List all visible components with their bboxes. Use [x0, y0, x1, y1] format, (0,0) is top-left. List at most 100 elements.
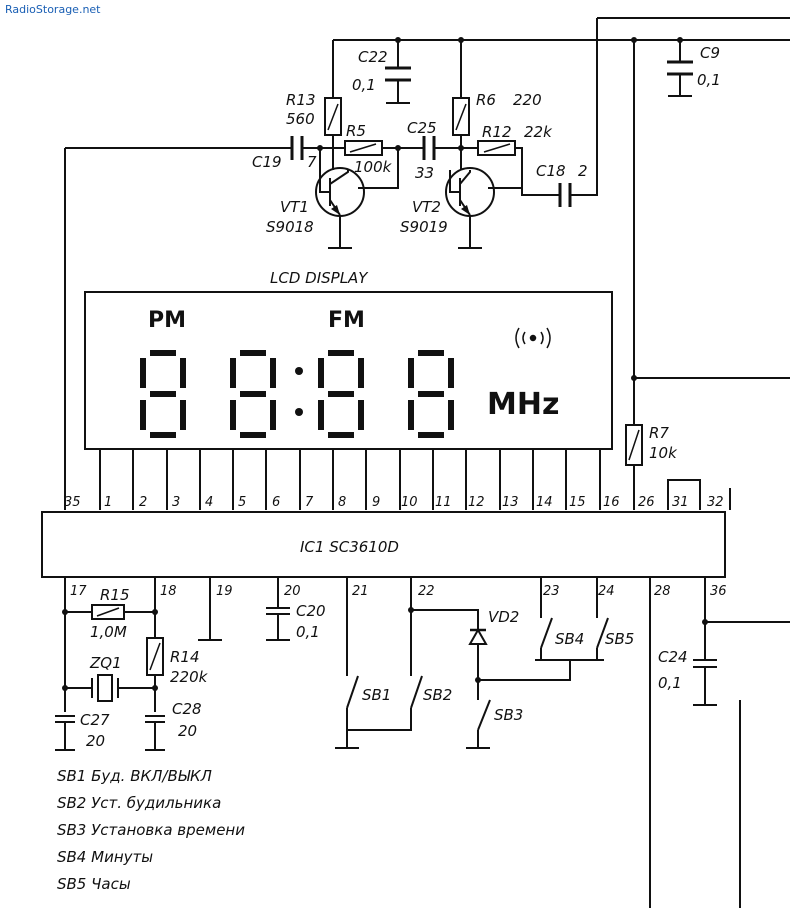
- value-C28: 20: [178, 722, 197, 740]
- pin-5: 5: [238, 495, 246, 510]
- transistors: [315, 167, 495, 217]
- capacitor-plates: [290, 60, 693, 207]
- label-C28: C28: [172, 700, 202, 718]
- label-C18: C18: [536, 162, 566, 180]
- label-C24: C24: [658, 648, 688, 666]
- legend-sb3: SB3 Установка времени: [57, 821, 245, 839]
- pin-12: 12: [468, 495, 485, 510]
- value-VT2: S9019: [400, 218, 448, 236]
- pin-21: 21: [352, 584, 369, 599]
- value-C18: 2: [578, 162, 588, 180]
- lcd-caption: LCD DISPLAY: [270, 269, 369, 287]
- label-C20: C20: [296, 602, 326, 620]
- label-SB5: SB5: [605, 630, 634, 648]
- label-R5: R5: [346, 122, 366, 140]
- pin-35: 35: [64, 495, 81, 510]
- value-R13: 560: [286, 110, 315, 128]
- diode-VD2: [468, 620, 488, 660]
- pin-16: 16: [603, 495, 620, 510]
- junctions: [62, 37, 708, 691]
- label-R6: R6: [476, 91, 496, 109]
- label-R13: R13: [286, 91, 316, 109]
- legend-sb1: SB1 Буд. ВКЛ/ВЫКЛ: [57, 767, 212, 785]
- value-C27: 20: [86, 732, 105, 750]
- radio-wave-icon: [515, 327, 551, 349]
- pin-17: 17: [70, 584, 87, 599]
- value-R15: 1,0M: [90, 623, 127, 641]
- pin-7: 7: [305, 495, 314, 510]
- label-C25: C25: [407, 119, 437, 137]
- switch-SB1: [346, 675, 359, 709]
- value-R12: 22k: [524, 123, 553, 141]
- pin-36: 36: [710, 584, 727, 599]
- label-VD2: VD2: [488, 608, 519, 626]
- pin-3: 3: [172, 495, 180, 510]
- pin-1: 1: [104, 495, 112, 510]
- label-SB4: SB4: [555, 630, 584, 648]
- watermark: RadioStorage.net: [5, 3, 101, 16]
- label-R7: R7: [649, 424, 669, 442]
- value-R5: 100k: [354, 158, 393, 176]
- value-C9: 0,1: [697, 71, 721, 89]
- crystal-ZQ1: [91, 674, 119, 702]
- pin-26: 26: [638, 495, 655, 510]
- label-SB3: SB3: [494, 706, 523, 724]
- pin-15: 15: [569, 495, 586, 510]
- pin-20: 20: [284, 584, 301, 599]
- lcd-digit-2: [230, 350, 276, 438]
- ic-body: [41, 511, 726, 578]
- lcd-digits: [140, 350, 454, 438]
- lcd-digit-3: [318, 350, 364, 438]
- label-C27: C27: [80, 711, 110, 729]
- pin-32: 32: [707, 495, 724, 510]
- pin-6: 6: [272, 495, 280, 510]
- pin-9: 9: [372, 495, 380, 510]
- label-R14: R14: [170, 648, 200, 666]
- legend-sb4: SB4 Минуты: [57, 848, 153, 866]
- pin-18: 18: [160, 584, 177, 599]
- lcd-unit: MHz: [487, 387, 559, 422]
- pin-24: 24: [598, 584, 615, 599]
- pin-10: 10: [401, 495, 418, 510]
- lcd-pm-indicator: PM: [148, 308, 186, 333]
- pin-28: 28: [654, 584, 671, 599]
- label-C19: C19: [252, 153, 282, 171]
- lcd-display: [84, 291, 613, 450]
- label-C9: C9: [700, 44, 720, 62]
- value-C22: 0,1: [352, 76, 376, 94]
- value-C20: 0,1: [296, 623, 320, 641]
- pin-11: 11: [435, 495, 452, 510]
- pin-14: 14: [536, 495, 553, 510]
- label-SB1: SB1: [362, 686, 391, 704]
- pin-4: 4: [205, 495, 213, 510]
- lcd-digit-4: [408, 350, 454, 438]
- lcd-fm-indicator: FM: [328, 308, 365, 333]
- transistor-VT2: [445, 167, 495, 217]
- label-C22: C22: [358, 48, 388, 66]
- pin-13: 13: [502, 495, 519, 510]
- label-ZQ1: ZQ1: [89, 654, 122, 672]
- value-R7: 10k: [649, 444, 678, 462]
- pin-19: 19: [216, 584, 233, 599]
- value-C25: 33: [415, 164, 434, 182]
- ic-label: IC1 SC3610D: [300, 538, 399, 556]
- transistor-arrows: [331, 205, 470, 215]
- value-R6: 220: [513, 91, 542, 109]
- legend-sb5: SB5 Часы: [57, 875, 131, 893]
- resistor-hatches: [96, 103, 640, 671]
- value-VT1: S9018: [266, 218, 314, 236]
- switch-SB5: [596, 610, 609, 660]
- pin-23: 23: [543, 584, 560, 599]
- switches: [346, 610, 609, 731]
- label-R15: R15: [100, 586, 130, 604]
- switch-SB3: [477, 699, 491, 731]
- pin-2: 2: [139, 495, 147, 510]
- lcd-digit-1: [140, 350, 186, 438]
- label-R12: R12: [482, 123, 512, 141]
- pin-8: 8: [338, 495, 346, 510]
- transistor-VT1: [315, 167, 365, 217]
- label-SB2: SB2: [423, 686, 452, 704]
- switch-SB2: [410, 675, 423, 709]
- value-C19: 7: [307, 153, 317, 171]
